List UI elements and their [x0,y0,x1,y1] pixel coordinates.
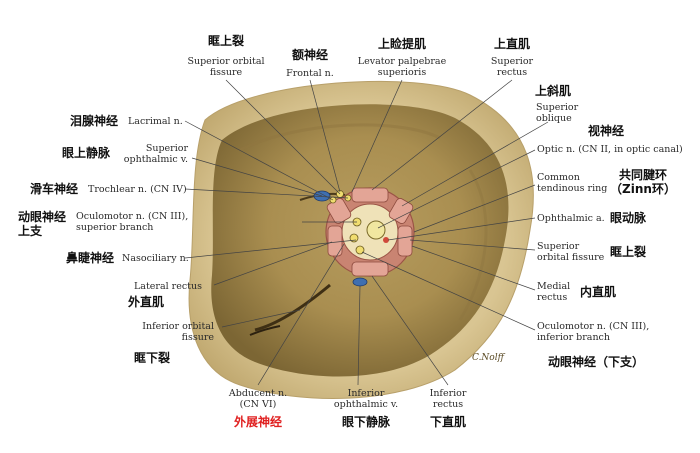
inferior-rectus-muscle [352,262,388,276]
label-zh-sup-ophthalmic-v: 眼上静脉 [62,146,110,160]
label-en-medial-rectus: Medial rectus [537,281,570,303]
label-zh-common-ring: 共同腱环 （Zinn环） [598,168,688,196]
label-en-nasociliary: Nasociliary n. [122,253,189,264]
label-zh-superior-rectus: 上直肌 [478,37,546,51]
label-en-lateral-rectus: Lateral rectus [134,281,202,292]
artist-signature: C.Nolff [472,353,506,363]
label-en-trochlear: Trochlear n. (CN IV) [88,184,187,195]
label-zh-inferior-rectus: 下直肌 [412,415,484,429]
medial-rectus-muscle [398,226,412,256]
label-en-inf-ophthalmic-v: Inferior ophthalmic v. [318,388,414,410]
label-zh-inf-orbital-fissure: 眶下裂 [134,351,170,365]
label-en-inf-orbital-fissure: Inferior orbital fissure [112,321,214,343]
label-en-superior-oblique: Superior oblique [536,102,578,124]
label-zh-oculomotor-sup: 动眼神经 上支 [18,210,66,238]
label-en-ophthalmic-a: Ophthalmic a. [537,213,605,224]
label-zh-nasociliary: 鼻睫神经 [66,251,114,265]
label-en-sup-orbital-fissure-top: Superior orbital fissure [170,56,282,78]
label-en-oculomotor-sup: Oculomotor n. (CN III), superior branch [76,211,188,233]
label-zh-optic: 视神经 [588,124,624,138]
label-zh-sup-orbital-fissure-right: 眶上裂 [610,245,646,259]
label-en-sup-ophthalmic-v: Superior ophthalmic v. [112,143,188,165]
label-en-oculomotor-inf: Oculomotor n. (CN III), inferior branch [537,321,649,343]
label-en-levator: Levator palpebrae superioris [340,56,464,78]
label-zh-levator: 上睑提肌 [364,37,440,51]
label-zh-inf-ophthalmic-v: 眼下静脉 [318,415,414,429]
label-en-superior-rectus: Superior rectus [472,56,552,78]
inferior-ophthalmic-vein [353,278,367,286]
label-zh-frontal: 额神经 [274,48,346,62]
label-zh-superior-oblique: 上斜肌 [535,84,571,98]
label-zh-medial-rectus: 内直肌 [580,285,616,299]
label-zh-sup-orbital-fissure-top: 眶上裂 [190,34,262,48]
superior-rectus-muscle [352,188,388,202]
common-tendinous-ring [326,188,415,276]
label-en-lacrimal: Lacrimal n. [128,116,183,127]
optic-nerve [367,221,385,239]
label-zh-trochlear: 滑车神经 [30,182,78,196]
label-zh-abducent: 外展神经 [210,415,306,429]
label-zh-ophthalmic-a: 眼动脉 [610,211,646,225]
label-en-common-ring: Common tendinous ring [537,172,607,194]
label-en-abducent: Abducent n. (CN VI) [210,388,306,410]
label-en-frontal: Frontal n. [270,68,350,79]
label-en-sup-orbital-fissure-right: Superior orbital fissure [537,241,604,263]
label-en-inferior-rectus: Inferior rectus [412,388,484,410]
label-zh-oculomotor-inf: 动眼神经（下支） [548,355,644,369]
label-zh-lateral-rectus: 外直肌 [128,295,164,309]
label-en-optic: Optic n. (CN II, in optic canal) [537,144,683,155]
label-zh-lacrimal: 泪腺神经 [70,114,118,128]
lateral-rectus-muscle [328,226,342,256]
